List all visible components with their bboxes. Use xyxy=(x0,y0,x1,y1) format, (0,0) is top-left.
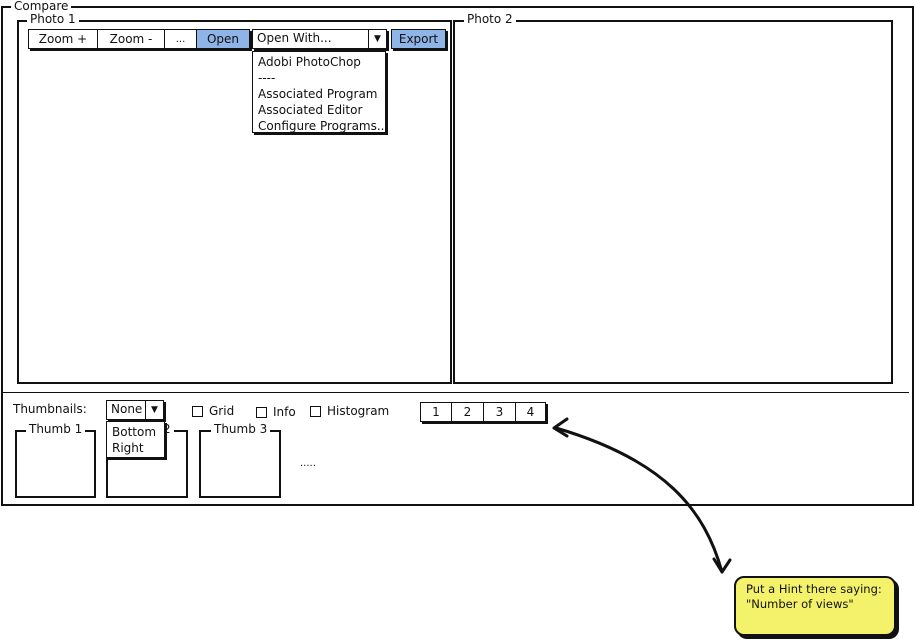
zoom-in-button[interactable]: Zoom + xyxy=(28,29,97,49)
info-checkbox[interactable]: Info xyxy=(256,405,296,419)
view-1-button[interactable]: 1 xyxy=(420,402,451,422)
thumb-3-title: Thumb 3 xyxy=(211,423,271,436)
open-with-value: Open With... xyxy=(257,31,332,45)
thumb-3[interactable] xyxy=(199,430,281,498)
hint-arrow xyxy=(552,417,732,574)
hint-line-1: Put a Hint there saying: xyxy=(746,582,882,596)
thumb-1[interactable] xyxy=(15,430,96,498)
histogram-checkbox[interactable]: Histogram xyxy=(310,404,389,418)
compare-frame xyxy=(1,6,914,506)
menu-item-bottom[interactable]: Bottom xyxy=(112,425,157,439)
open-with-combo[interactable]: Open With... ▼ xyxy=(252,29,387,49)
histogram-checkbox-box[interactable] xyxy=(310,405,321,417)
thumbnails-label: Thumbnails: xyxy=(13,402,87,416)
menu-item-associated-editor[interactable]: Associated Editor xyxy=(258,103,363,117)
view-2-button[interactable]: 2 xyxy=(451,402,483,422)
photo2-panel xyxy=(453,20,893,384)
menu-separator: ---- xyxy=(258,71,276,85)
menu-item-right[interactable]: Right xyxy=(112,441,144,455)
open-with-menu: Adobi PhotoChop ---- Associated Program … xyxy=(252,51,389,133)
grid-checkbox-label: Grid xyxy=(209,404,235,418)
thumb-1-title: Thumb 1 xyxy=(26,423,86,436)
compare-title: Compare xyxy=(11,0,72,13)
grid-checkbox[interactable]: Grid xyxy=(192,404,234,418)
photo2-title: Photo 2 xyxy=(464,13,516,26)
more-button[interactable]: ... xyxy=(164,29,196,49)
open-button[interactable]: Open xyxy=(196,29,250,49)
chevron-down-icon[interactable]: ▼ xyxy=(368,30,386,48)
histogram-checkbox-label: Histogram xyxy=(327,404,390,418)
views-selector: 1 2 3 4 xyxy=(420,402,546,422)
photo1-toolbar: Zoom + Zoom - ... Open xyxy=(28,29,250,49)
export-button[interactable]: Export xyxy=(391,29,446,49)
thumbnails-combo-value: None xyxy=(111,402,143,416)
view-4-button[interactable]: 4 xyxy=(515,402,546,422)
thumbnails-menu: Bottom Right xyxy=(106,421,165,458)
photo1-panel xyxy=(17,20,452,384)
view-3-button[interactable]: 3 xyxy=(483,402,515,422)
chevron-down-icon[interactable]: ▼ xyxy=(145,401,163,419)
thumbnails-combo[interactable]: None ▼ xyxy=(106,400,164,420)
photo1-title: Photo 1 xyxy=(27,13,79,26)
menu-item-associated-program[interactable]: Associated Program xyxy=(258,87,378,101)
info-checkbox-label: Info xyxy=(273,405,296,419)
thumbs-ellipsis: ..... xyxy=(300,458,316,469)
bottom-divider xyxy=(3,392,909,393)
menu-item-configure-programs[interactable]: Configure Programs... xyxy=(258,119,389,133)
hint-note: Put a Hint there saying: "Number of view… xyxy=(734,576,896,636)
zoom-out-button[interactable]: Zoom - xyxy=(97,29,164,49)
hint-line-2: "Number of views" xyxy=(746,597,854,611)
grid-checkbox-box[interactable] xyxy=(192,405,203,417)
menu-item-adobi-photochop[interactable]: Adobi PhotoChop xyxy=(258,55,361,69)
info-checkbox-box[interactable] xyxy=(256,406,267,418)
